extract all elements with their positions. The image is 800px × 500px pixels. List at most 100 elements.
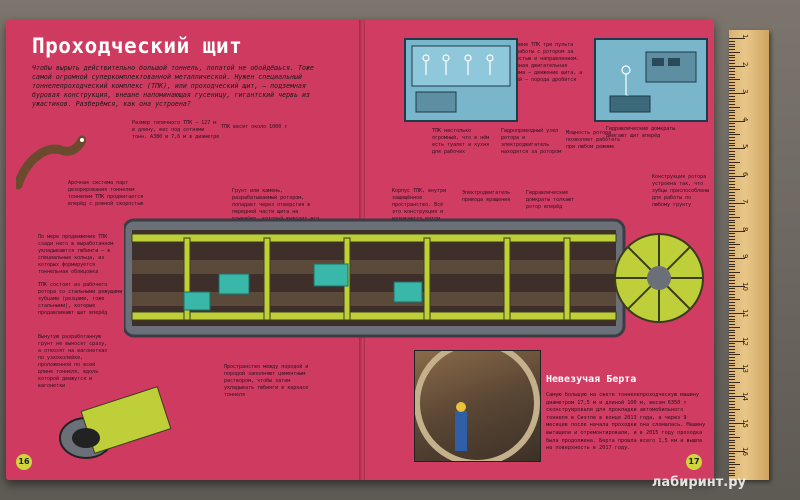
- ruler-tick: [729, 318, 735, 320]
- ruler-tick: [729, 423, 745, 424]
- intro-text: Чтобы вырыть действительно большой тонне…: [32, 64, 314, 108]
- tunnel-boring-machine: [124, 218, 704, 338]
- ruler-tick: [729, 49, 735, 50]
- note-size: Размер типичного ТПК — 127 м в длину, ве…: [132, 120, 220, 140]
- ruler-tick: [729, 244, 740, 246]
- ruler-tick: [729, 252, 735, 254]
- ruler-tick: [729, 475, 735, 477]
- ruler-number: 7: [741, 199, 749, 204]
- ruler-tick: [729, 227, 735, 229]
- ruler-tick: [729, 131, 735, 133]
- ruler-number: 12: [741, 336, 749, 346]
- page-number-right: 17: [686, 454, 702, 470]
- note-tubings: По мере продвижения ТПК сзади него в выр…: [38, 234, 114, 275]
- ruler-tick: [729, 79, 740, 81]
- ruler-tick: [729, 401, 735, 402]
- ruler-tick: [729, 266, 735, 268]
- page-number-left: 16: [16, 454, 32, 470]
- ruler-tick: [729, 93, 745, 94]
- ruler-tick: [729, 175, 745, 177]
- ruler-number: 3: [741, 89, 749, 94]
- ruler-tick: [729, 167, 735, 169]
- ruler-tick: [729, 291, 735, 292]
- ruler-number: 8: [741, 226, 749, 231]
- ruler-tick: [729, 428, 735, 430]
- ruler-tick: [729, 445, 735, 446]
- note-rotor-parts: ТПК состоит из рабочего ротора со стальн…: [38, 282, 123, 316]
- ruler-tick: [729, 148, 745, 149]
- ruler-tick: [729, 112, 735, 114]
- ruler-tick: [729, 293, 735, 295]
- note-rotor-power: Мощность ротора позволяет работать при л…: [566, 130, 621, 150]
- ruler-tick: [729, 431, 735, 433]
- ruler-tick: [729, 126, 735, 127]
- note-arch-system: Арочная система парт дезорирования тонне…: [68, 180, 144, 207]
- ruler-tick: [729, 332, 735, 334]
- ruler-tick: [729, 208, 735, 210]
- ruler-tick: [729, 340, 745, 342]
- ruler-tick: [729, 343, 735, 345]
- ruler-tick: [729, 104, 735, 105]
- ruler-tick: [729, 346, 735, 347]
- ruler-tick: [729, 436, 740, 438]
- ruler-tick: [729, 376, 735, 378]
- ruler-tick: [729, 379, 735, 380]
- ruler-tick: [729, 263, 735, 265]
- ruler-tick: [729, 398, 735, 400]
- ruler-tick: [729, 282, 735, 284]
- ruler-tick: [729, 467, 735, 468]
- ruler-tick: [729, 458, 735, 460]
- watermark: лабиринт.ру: [651, 475, 746, 490]
- ruler-tick: [729, 161, 740, 163]
- ruler-tick: [729, 164, 735, 166]
- ruler-tick: [729, 211, 735, 213]
- ruler-tick: [729, 296, 735, 298]
- ruler-tick: [729, 384, 735, 386]
- ruler-tick: [729, 260, 735, 262]
- ruler-number: 16: [741, 446, 749, 456]
- ruler-tick: [729, 159, 735, 160]
- ruler-tick: [729, 214, 735, 215]
- ruler-tick: [729, 310, 735, 312]
- ruler-tick: [729, 222, 735, 224]
- ruler-tick: [729, 387, 735, 389]
- ruler-tick: [729, 406, 735, 408]
- ruler-tick: [729, 359, 735, 361]
- ruler-tick: [729, 95, 735, 97]
- ruler-tick: [729, 425, 735, 427]
- ruler-tick: [729, 170, 735, 171]
- ruler-tick: [729, 274, 735, 276]
- berta-title: Невезучая Берта: [546, 374, 637, 385]
- ruler-tick: [729, 153, 735, 155]
- ruler-tick: [729, 236, 735, 237]
- ruler-tick: [729, 280, 735, 281]
- ruler-tick: [729, 439, 735, 441]
- ruler-tick: [729, 65, 745, 67]
- ruler-number: 13: [741, 364, 749, 373]
- ruler-tick: [729, 247, 735, 248]
- note-hydro-unit: Гидроприводный узел ротора и электродвиг…: [501, 128, 562, 155]
- ruler-tick: [729, 304, 735, 306]
- ruler-tick: [729, 288, 735, 290]
- ruler-tick: [729, 109, 735, 111]
- ruler-tick: [729, 258, 745, 259]
- note-toilet: ТПК настолько огромный, что в нём есть т…: [432, 128, 490, 155]
- tunnel-segment-illustration: [59, 386, 172, 459]
- cabin-illustration-1: [404, 38, 518, 122]
- ruler-tick: [729, 285, 745, 287]
- ruler-tick: [729, 40, 735, 42]
- ruler-tick: [729, 321, 735, 323]
- ruler-number: 4: [741, 116, 749, 121]
- ruler-number: 9: [741, 254, 749, 259]
- ruler-tick: [729, 76, 735, 78]
- ruler-tick: [729, 192, 735, 193]
- ruler-tick: [729, 106, 740, 108]
- ruler-tick: [729, 115, 735, 116]
- ruler-tick: [729, 348, 735, 350]
- ruler-tick: [729, 82, 735, 83]
- ruler-tick: [729, 447, 735, 449]
- ruler-tick: [729, 225, 735, 226]
- ruler-tick: [729, 87, 735, 89]
- ruler-tick: [729, 456, 735, 457]
- ruler-tick: [729, 472, 735, 474]
